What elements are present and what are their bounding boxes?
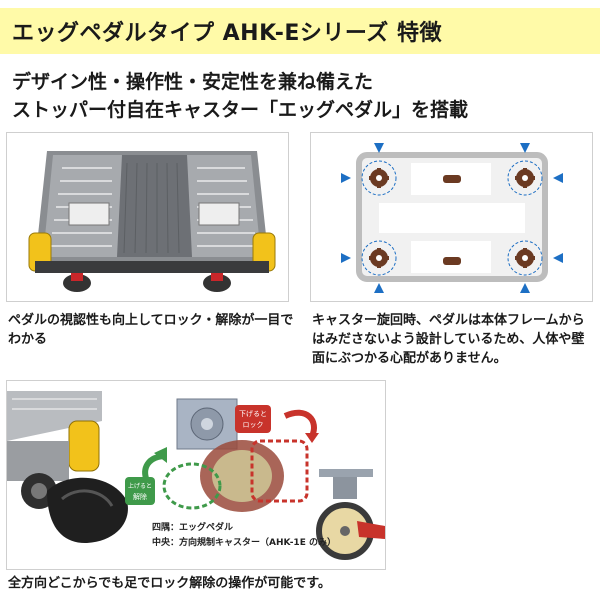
page-title-bar: エッグペダルタイプ AHK-Eシリーズ 特徴	[0, 8, 600, 54]
corner-caster-bottom-right	[507, 240, 543, 276]
inset-label-center: 中央：方向規制キャスター（AHK-1E のみ）	[152, 538, 336, 548]
release-zone	[162, 462, 222, 510]
release-label-bg	[125, 477, 155, 505]
caster-lock-illustration-panel: 下げると ロック 上げると 解除	[6, 380, 386, 570]
blue-arrow-icons	[341, 143, 563, 293]
cart-photo-panel	[6, 132, 289, 302]
release-label-line1: 上げると	[128, 482, 152, 490]
release-label-line2: 解除	[133, 492, 147, 501]
side-caster-pedal	[357, 521, 385, 539]
center-caster-top	[443, 175, 461, 183]
corner-caster-bottom-left	[361, 240, 397, 276]
center-caster-bottom	[443, 257, 461, 265]
intro-line-2: ストッパー付自在キャスター「エッグペダル」を搭載	[12, 99, 469, 121]
cart-photo-image	[7, 133, 288, 301]
lock-arrow-icon	[283, 409, 317, 438]
corner-caster-top-right	[507, 160, 543, 196]
page-title: エッグペダルタイプ AHK-Eシリーズ 特徴	[12, 21, 442, 46]
lock-label-line2: ロック	[243, 421, 264, 429]
caption-pedal-visibility: ペダルの視認性も向上してロック・解除が一目でわかる	[8, 313, 294, 347]
caster-layout-diagram	[311, 133, 592, 301]
yellow-pedal-photo	[68, 420, 100, 472]
intro-line-1: デザイン性・操作性・安定性を兼ね備えた	[12, 71, 374, 93]
lock-zone	[250, 439, 309, 503]
platform-center-band	[379, 203, 525, 233]
inset-label-corners: 四隅：エッグペダル	[152, 523, 234, 533]
lock-label-line1: 下げると	[239, 409, 267, 418]
caster-lock-illustration: 下げると ロック 上げると 解除	[7, 381, 385, 569]
caption-swivel-clearance: キャスター旋回時、ペダルは本体フレームからはみださないよう設計しているため、人体…	[312, 313, 585, 366]
lock-label-bg	[235, 405, 271, 433]
corner-caster-top-left	[361, 160, 397, 196]
caster-layout-diagram-panel	[310, 132, 593, 302]
caption-all-direction-operation: 全方向どこからでも足でロック解除の操作が可能です。	[8, 576, 331, 591]
side-caster-plate	[319, 469, 373, 477]
